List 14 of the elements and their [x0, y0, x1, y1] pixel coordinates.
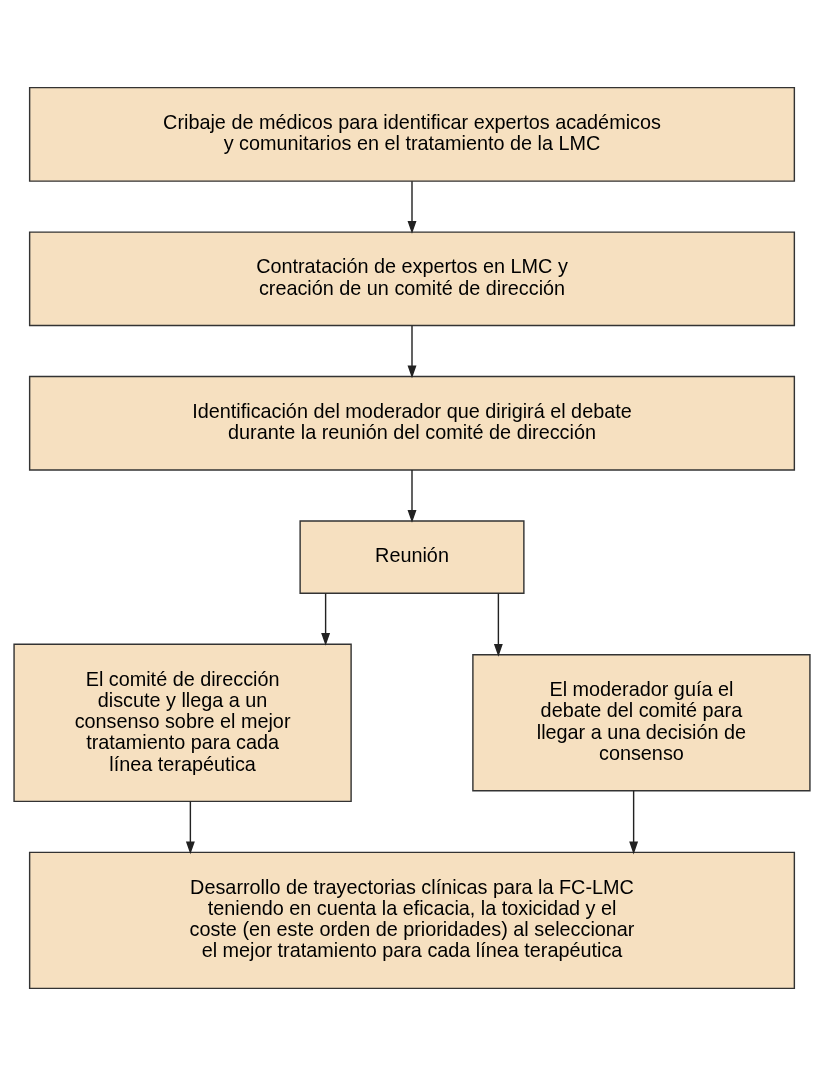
arrow	[407, 324, 417, 378]
node-box: Cribaje de médicos para identificar expertos académicos y comunitarios en el tratamiento de la LMC	[28, 86, 796, 182]
node-box: Reunión	[299, 519, 525, 594]
node-box: El moderador guía el debate del comité para llegar a una decisión de consenso	[472, 653, 811, 791]
arrow	[407, 468, 417, 523]
node-box: El comité de dirección discute y llega a un consenso sobre el mejor tratamiento para cada línea terapéutica	[13, 643, 352, 802]
arrow	[407, 180, 417, 234]
node-box: Desarrollo de trayectorias clínicas para la FC-LMC teniendo en cuenta la eficacia, la toxicidad y el coste (en este orden de prioridades) al seleccionar el mejor tratamiento para cada línea terapéutica	[28, 851, 796, 989]
arrow	[321, 592, 331, 646]
arrow	[185, 800, 195, 854]
node-box: Identificación del moderador que dirigirá el debate durante la reunión del comité de dirección	[28, 375, 796, 471]
arrow	[493, 592, 503, 657]
arrow	[629, 789, 639, 854]
node-box: Contratación de expertos en LMC y creación de un comité de dirección	[28, 230, 796, 326]
